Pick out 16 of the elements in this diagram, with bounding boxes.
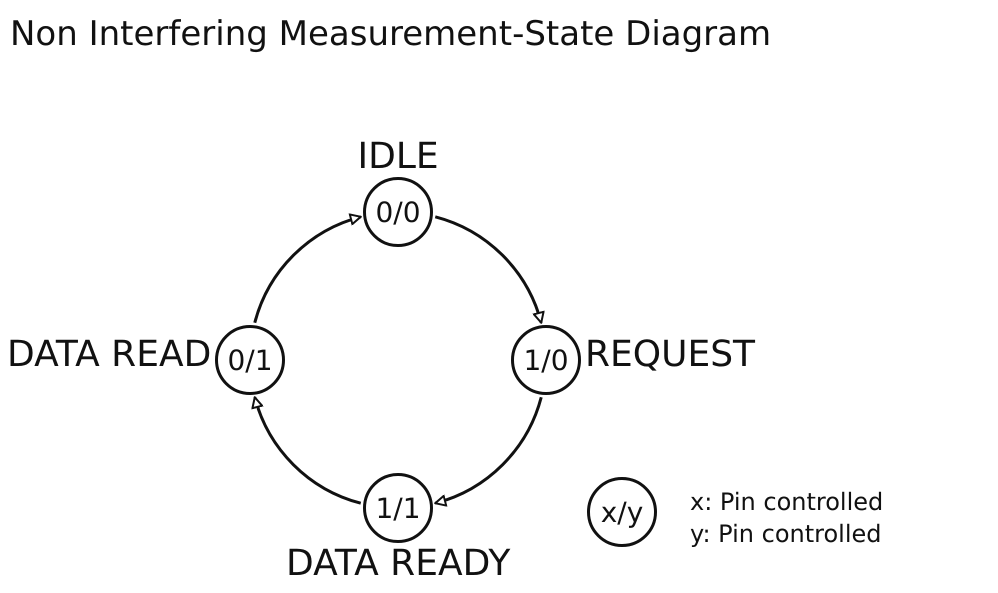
state-code: 1/0 — [523, 344, 569, 376]
state-name: DATA READY — [286, 543, 510, 584]
legend-text: x: Pin controlled — [690, 488, 884, 516]
state-name: IDLE — [358, 136, 439, 177]
state-name: REQUEST — [585, 334, 756, 374]
state-code: 1/1 — [375, 492, 421, 524]
diagram-title: Non Interfering Measurement-State Diagram — [10, 14, 772, 54]
state-code: 0/0 — [375, 196, 421, 228]
transition-arrow — [434, 396, 543, 506]
state-code: 0/1 — [227, 344, 273, 376]
legend-text: y: Pin controlled — [690, 520, 882, 548]
state-code: x/y — [600, 496, 644, 528]
transition-arrow — [253, 214, 362, 324]
transition-arrow — [252, 396, 362, 505]
state-name: DATA READ — [7, 334, 212, 374]
transition-arrow — [434, 215, 544, 324]
